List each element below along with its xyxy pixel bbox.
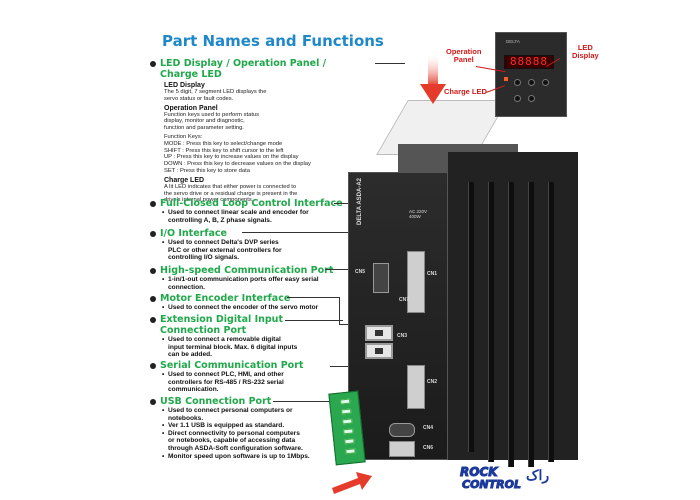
- list-item: Monitor speed upon software is up to 1Mb…: [162, 453, 350, 461]
- mode-key[interactable]: [514, 79, 521, 86]
- leader-line: [242, 232, 407, 233]
- function-keys-text: Function Keys: MODE : Press this key to …: [164, 133, 311, 174]
- led-display: 88888: [504, 55, 554, 69]
- bullet-dot: [150, 296, 156, 302]
- bullet-dot: [150, 363, 156, 369]
- bullet-dot: [150, 399, 156, 405]
- section-heading: Motor Encoder Interface: [160, 293, 291, 304]
- port-label: CN1: [427, 271, 438, 277]
- power-rating: AC 220V 400W: [409, 209, 428, 219]
- section-heading: Serial Communication Port: [160, 360, 304, 371]
- leader-line: [375, 63, 405, 64]
- list-item: Used to connect the encoder of the servo…: [162, 304, 350, 312]
- cn5-port[interactable]: [373, 263, 389, 293]
- page-title: Part Names and Functions: [162, 32, 384, 50]
- charge-led-text: A lit LED indicates that either power is…: [164, 183, 298, 204]
- port-label: CN3: [397, 333, 408, 339]
- section-heading: High-speed Communication Port: [160, 265, 334, 276]
- bullet-dot: [150, 61, 156, 67]
- operation-panel-text: Function keys used to perform status dis…: [164, 111, 260, 132]
- list-item: Used to connect linear scale and encoder…: [162, 209, 350, 224]
- list-item: Used to connect Delta's DVP series PLC o…: [162, 239, 350, 262]
- section-heading: I/O Interface: [160, 228, 227, 239]
- section-io-interface: I/O Interface Used to connect Delta's DV…: [150, 228, 350, 262]
- list-item: Used to connect personal computers or no…: [162, 407, 350, 422]
- callout-led-display: LED Display: [572, 43, 599, 60]
- callout-charge-led: Charge LED: [444, 87, 487, 96]
- leader-line: [339, 297, 340, 324]
- port-label: CN7: [399, 297, 410, 303]
- cn2-encoder-port[interactable]: [407, 365, 425, 409]
- list-item: Used to connect a removable digital inpu…: [162, 336, 350, 359]
- leader-line: [285, 320, 343, 321]
- port-label: CN4: [423, 425, 434, 431]
- section-high-speed-port: High-speed Communication Port 1-in/1-out…: [150, 265, 350, 291]
- port-label: CN6: [423, 445, 434, 451]
- list-item: Direct connectivity to personal computer…: [162, 430, 350, 453]
- list-item: 1-in/1-out communication ports offer eas…: [162, 276, 350, 291]
- led-display-text: The 5 digit, 7 segment LED displays the …: [164, 89, 267, 102]
- led-display-subheading: LED Display: [164, 82, 205, 89]
- operation-panel-subheading: Operation Panel: [164, 104, 218, 112]
- leader-line: [325, 269, 360, 270]
- section-extension-input: Extension Digital Input Connection Port …: [150, 314, 350, 359]
- heatsink-side: [448, 152, 578, 467]
- port-label: CN2: [427, 379, 438, 385]
- bullet-dot: [150, 268, 156, 274]
- down-key[interactable]: [514, 95, 521, 102]
- list-item: Ver 1.1 USB is equipped as standard.: [162, 422, 350, 430]
- bullet-dot: [150, 317, 156, 323]
- arrow-right-icon: [332, 472, 372, 494]
- set-key[interactable]: [528, 95, 535, 102]
- servo-drive: DELTA ASDA-A2 AC 220V 400W CN5 CN1 CN3 C…: [348, 130, 583, 467]
- cn3-rj45-port-bottom[interactable]: [365, 343, 393, 359]
- section-heading: Extension Digital Input Connection Port: [160, 314, 283, 336]
- charge-led: [504, 77, 508, 81]
- leader-line: [273, 401, 383, 402]
- brand-label: DELTA: [506, 39, 520, 44]
- bullet-dot: [150, 201, 156, 207]
- list-item: Used to connect PLC, HMI, and other cont…: [162, 371, 350, 394]
- section-serial-port: Serial Communication Port Used to connec…: [150, 360, 350, 394]
- cn3-rj45-port-top[interactable]: [365, 325, 393, 341]
- port-label: CN5: [355, 269, 366, 275]
- section-heading: Full-Closed Loop Control Interface: [160, 198, 343, 209]
- cn4-usb-port[interactable]: [389, 423, 415, 437]
- up-key[interactable]: [542, 79, 549, 86]
- rock-control-logo: ROCK CONTROL راک: [460, 465, 550, 492]
- charge-led-subheading: Charge LED: [164, 176, 205, 184]
- operation-panel-closeup: DELTA 88888: [495, 32, 567, 117]
- cn6-serial-port[interactable]: [389, 441, 415, 457]
- section-full-closed-loop: Full-Closed Loop Control Interface Used …: [150, 198, 350, 224]
- section-heading: USB Connection Port: [160, 396, 272, 407]
- leader-line: [287, 297, 339, 298]
- section-heading: LED Display / Operation Panel / Charge L…: [160, 58, 327, 80]
- callout-operation-panel: Operation Panel: [446, 47, 482, 64]
- section-usb-port: USB Connection Port Used to connect pers…: [150, 396, 350, 460]
- model-label: DELTA ASDA-A2: [357, 178, 363, 225]
- shift-key[interactable]: [528, 79, 535, 86]
- section-led-display: LED Display / Operation Panel / Charge L…: [150, 58, 350, 204]
- bullet-dot: [150, 231, 156, 237]
- arrow-down-icon: [420, 52, 446, 104]
- drive-front-panel: DELTA ASDA-A2 AC 220V 400W CN5 CN1 CN3 C…: [348, 172, 448, 460]
- cn1-io-port[interactable]: [407, 251, 425, 313]
- section-motor-encoder: Motor Encoder Interface Used to connect …: [150, 293, 350, 312]
